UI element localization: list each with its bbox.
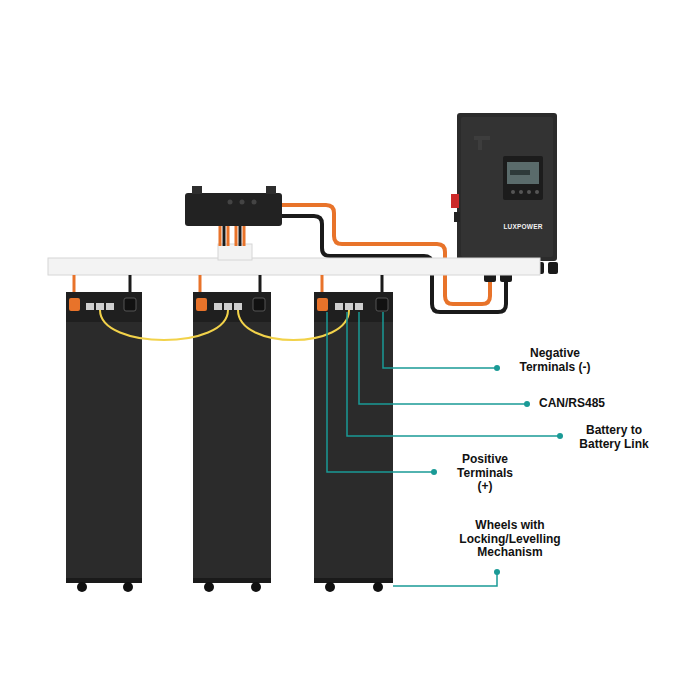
negative-terminal [253, 298, 265, 311]
network-port [214, 303, 222, 310]
battery-tower [193, 275, 271, 592]
combiner-leads [220, 226, 244, 246]
display-digits [510, 170, 530, 175]
network-port [96, 303, 104, 310]
button [527, 190, 531, 194]
button [535, 190, 539, 194]
negative-terminal [124, 298, 136, 311]
network-port [234, 303, 242, 310]
wheel [251, 582, 261, 592]
brand-logo: LUXPOWER [503, 223, 542, 230]
wheel [204, 582, 214, 592]
button [519, 190, 523, 194]
button [511, 190, 515, 194]
leader-line [393, 572, 497, 586]
callout-label: Negative Terminals (-) [519, 347, 591, 374]
positive-terminal [317, 298, 328, 311]
inverter-mark [474, 136, 490, 150]
positive-terminal [196, 298, 207, 311]
leader-line [383, 312, 497, 368]
leader-dot [557, 433, 563, 439]
link-cable [100, 310, 228, 340]
battery-top-panel [66, 292, 142, 322]
callout-label: Battery to Battery Link [573, 424, 655, 451]
isolator-base [454, 212, 460, 222]
network-port [86, 303, 94, 310]
callout-label: Positive Terminals (+) [449, 453, 521, 494]
network-port [345, 303, 353, 310]
inverter-body [457, 113, 557, 261]
cable-tray [48, 258, 540, 275]
callout-label: Wheels with Locking/Levelling Mechanism [454, 519, 566, 560]
network-port [335, 303, 343, 310]
leader-line [347, 312, 560, 436]
combiner-port [252, 200, 257, 205]
combiner-port [266, 186, 276, 194]
battery-base [66, 578, 142, 583]
leader-dot [524, 401, 530, 407]
leader-dot [494, 569, 500, 575]
negative-terminal [376, 298, 388, 311]
wheel [325, 582, 335, 592]
combiner-port [192, 186, 202, 194]
wheel [373, 582, 383, 592]
isolator-switch [451, 194, 459, 208]
leader-dot [494, 365, 500, 371]
cable-gland [548, 262, 558, 274]
battery-tower [314, 275, 393, 592]
inverter-display [507, 162, 539, 184]
combiner-box [185, 193, 282, 226]
positive-terminal [69, 298, 80, 311]
wheel [123, 582, 133, 592]
callout-label: CAN/RS485 [539, 397, 605, 411]
inverter-display-frame [503, 156, 543, 200]
battery-base [193, 578, 271, 583]
leader-line [359, 312, 527, 404]
network-port [106, 303, 114, 310]
battery-case [66, 292, 142, 578]
battery-top-panel [193, 292, 271, 322]
link-cable [238, 310, 349, 340]
inverter-front [461, 117, 553, 257]
leader-line [327, 312, 434, 472]
network-port [224, 303, 232, 310]
combiner-port [228, 200, 233, 205]
wheel [77, 582, 87, 592]
combiner-leads [224, 226, 240, 246]
battery-top-panel [314, 292, 393, 322]
battery-base [314, 578, 393, 583]
combiner-port [240, 200, 245, 205]
network-port [355, 303, 363, 310]
leader-dot [431, 469, 437, 475]
tray-junction [218, 244, 252, 260]
